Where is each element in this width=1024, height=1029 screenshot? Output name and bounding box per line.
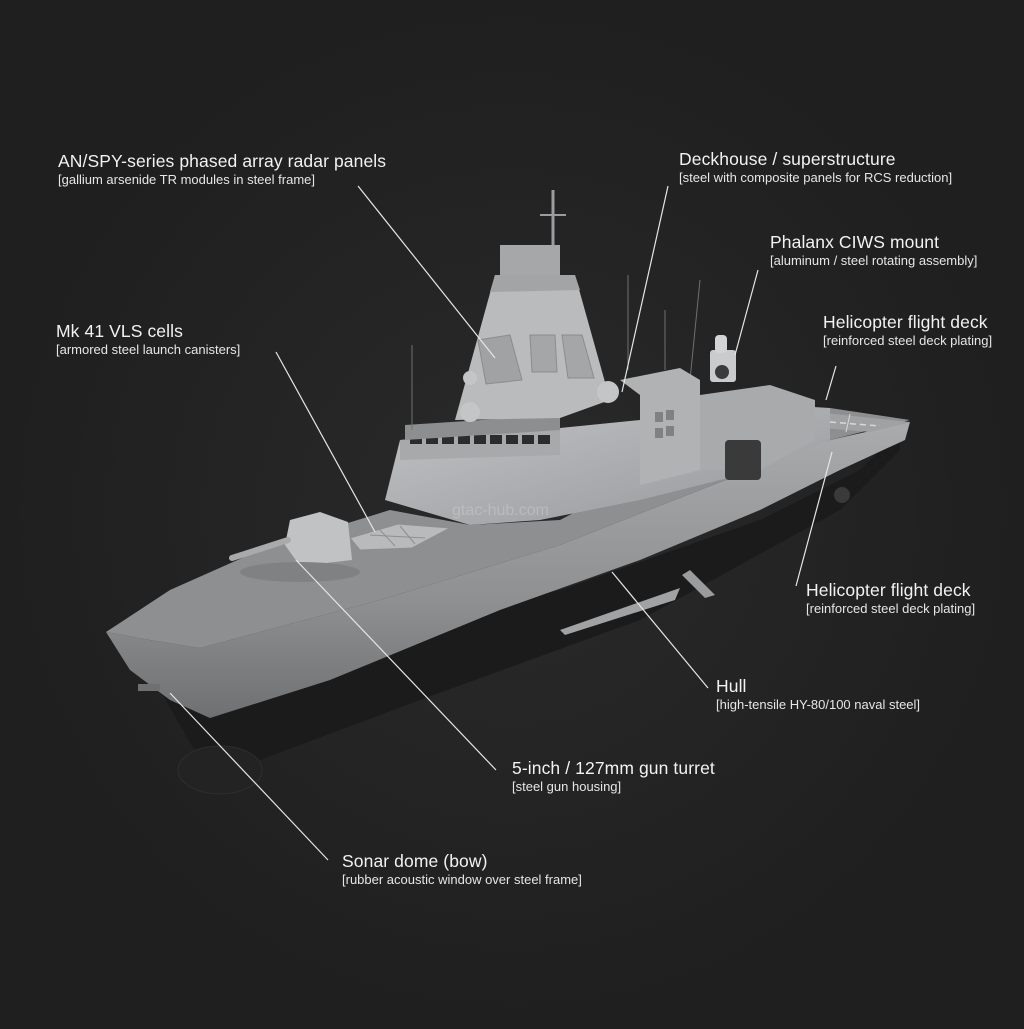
- callout-radar-material: [gallium arsenide TR modules in steel fr…: [58, 172, 315, 187]
- callout-helideck-top-material: [reinforced steel deck plating]: [823, 333, 993, 348]
- callout-deckhouse-name: Deckhouse / superstructure: [679, 149, 896, 169]
- underwater-hull: [160, 430, 900, 760]
- callout-sonar-name: Sonar dome (bow): [342, 851, 488, 871]
- callout-radar-name: AN/SPY-series phased array radar panels: [58, 151, 387, 171]
- callout-hull-material: [high-tensile HY-80/100 naval steel]: [716, 697, 921, 712]
- sonar-dome-shape: [177, 745, 263, 795]
- callout-ciws-name: Phalanx CIWS mount: [770, 232, 940, 252]
- radar-panel: [561, 334, 595, 379]
- radar-panel: [529, 334, 558, 373]
- callout-sonar-material: [rubber acoustic window over steel frame…: [342, 872, 582, 887]
- callout-radar: AN/SPY-series phased array radar panels …: [58, 150, 386, 188]
- radar-panel: [477, 334, 523, 385]
- callout-ciws: Phalanx CIWS mount [aluminum / steel rot…: [770, 231, 977, 269]
- callout-vls-material: [armored steel launch canisters]: [56, 342, 241, 357]
- hull-side: [106, 422, 910, 718]
- callout-deckhouse: Deckhouse / superstructure [steel with c…: [679, 148, 952, 186]
- callout-ciws-material: [aluminum / steel rotating assembly]: [770, 253, 978, 268]
- callout-gun-material: [steel gun housing]: [512, 779, 622, 794]
- watermark: gtac-hub.com: [452, 502, 549, 519]
- callout-vls-name: Mk 41 VLS cells: [56, 321, 183, 341]
- callout-hull-name: Hull: [716, 676, 747, 696]
- callout-helideck-top-name: Helicopter flight deck: [823, 312, 988, 332]
- callout-vls: Mk 41 VLS cells [armored steel launch ca…: [56, 320, 240, 358]
- gun-turret-shape: [229, 512, 360, 582]
- callout-helideck-top: Helicopter flight deck [reinforced steel…: [823, 311, 992, 349]
- callout-helideck-side: Helicopter flight deck [reinforced steel…: [806, 579, 975, 617]
- callout-helideck-side-name: Helicopter flight deck: [806, 580, 971, 600]
- vls-cells-shape: [349, 523, 452, 551]
- callout-hull: Hull [high-tensile HY-80/100 naval steel…: [716, 675, 920, 713]
- callout-gun-name: 5-inch / 127mm gun turret: [512, 758, 715, 778]
- callout-gun: 5-inch / 127mm gun turret [steel gun hou…: [512, 757, 715, 795]
- callout-helideck-side-material: [reinforced steel deck plating]: [806, 601, 976, 616]
- callout-sonar: Sonar dome (bow) [rubber acoustic window…: [342, 850, 582, 888]
- callout-deckhouse-material: [steel with composite panels for RCS red…: [679, 170, 953, 185]
